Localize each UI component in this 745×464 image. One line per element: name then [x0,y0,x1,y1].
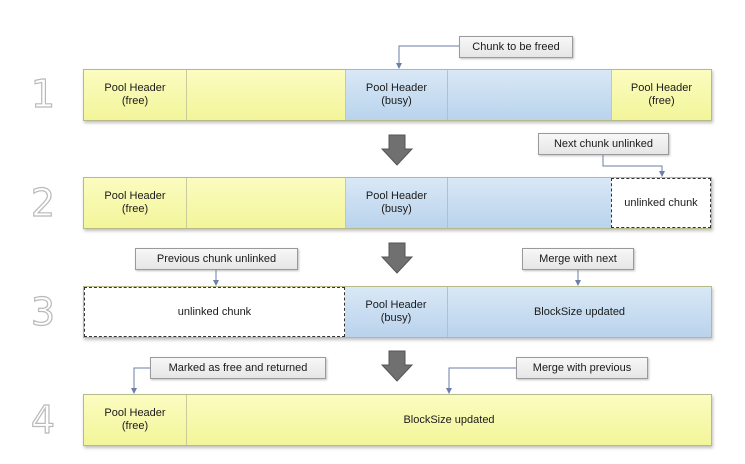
unlinked-chunk: unlinked chunk [611,178,711,228]
callout-marked-free-returned: Marked as free and returned [150,357,326,379]
busy-chunk-body [447,178,611,228]
pool-header-free: Pool Header (free) [84,70,186,120]
pool-header-free: Pool Header (free) [84,178,186,228]
callout-merge-with-next: Merge with next [522,248,634,270]
free-chunk-body [186,70,345,120]
pool-header-busy: Pool Header (busy) [345,70,447,120]
pool-row-1: Pool Header (free) Pool Header (busy) Po… [83,69,712,121]
merged-busy-chunk: BlockSize updated [447,287,711,337]
step-number-2: 2 [30,181,56,225]
down-arrow-icon [380,242,414,274]
connector-merge-with-previous [446,367,516,394]
down-arrow-icon [380,350,414,382]
callout-merge-with-previous: Merge with previous [516,357,648,379]
free-chunk-body [186,178,345,228]
callout-next-chunk-unlinked: Next chunk unlinked [538,133,669,155]
pool-row-4: Pool Header (free) BlockSize updated [83,394,712,446]
connector-chunk-to-be-freed [396,45,459,69]
merged-free-chunk: BlockSize updated [186,395,711,445]
pool-row-2: Pool Header (free) Pool Header (busy) un… [83,177,712,229]
step-number-1: 1 [30,72,56,116]
pool-header-busy: Pool Header (busy) [345,178,447,228]
step-number-4: 4 [30,398,56,442]
step-number-3: 3 [30,290,56,334]
connector-next-chunk-unlinked [602,155,665,177]
pool-header-busy: Pool Header (busy) [345,287,447,337]
busy-chunk-body [447,70,611,120]
pool-header-free: Pool Header (free) [611,70,711,120]
down-arrow-icon [380,134,414,166]
callout-previous-chunk-unlinked: Previous chunk unlinked [135,248,298,270]
connector-marked-free-returned [131,367,150,394]
unlinked-chunk: unlinked chunk [84,287,345,337]
pool-header-free: Pool Header (free) [84,395,186,445]
pool-row-3: unlinked chunk Pool Header (busy) BlockS… [83,286,712,338]
callout-chunk-to-be-freed: Chunk to be freed [459,36,573,58]
